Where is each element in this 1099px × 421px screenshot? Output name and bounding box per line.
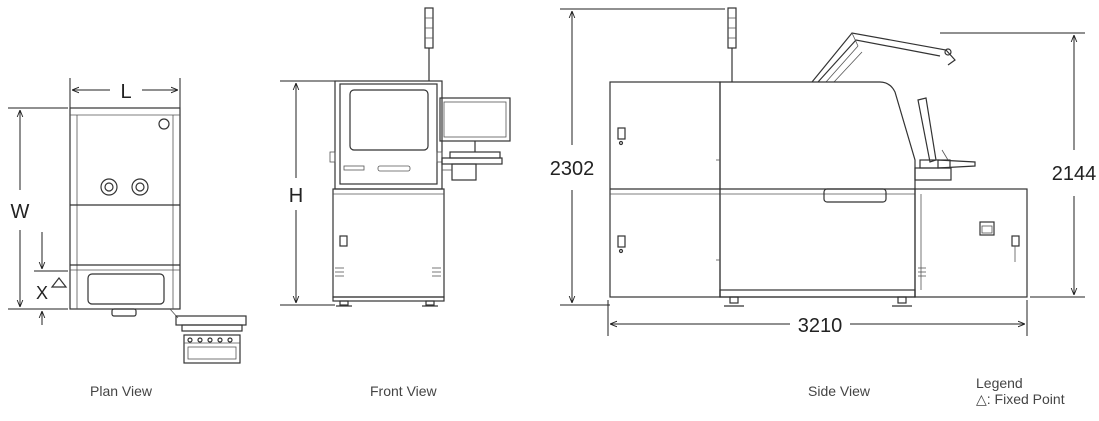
front-lower-cabinet [332,188,445,307]
side-view-caption: Side View [808,383,871,399]
side-left-cabinet [609,81,721,298]
front-monitor [439,97,511,181]
plan-dim-offset-label: X [36,283,48,303]
plan-dim-width-label: W [11,201,30,223]
side-right-cabinet [914,188,1028,298]
plan-dim-length: L [69,78,181,108]
plan-view-caption: Plan View [90,383,153,399]
side-main-body [716,81,916,307]
legend-fixed-point: △: Fixed Point [976,391,1065,407]
plan-dim-offset: X [34,232,68,325]
fixed-point-symbol-icon: △ [976,391,987,407]
front-upper-cabinet [329,80,443,190]
front-view-caption: Front View [370,383,437,399]
side-dim-length-label: 3210 [798,315,843,337]
plan-machine-body [69,107,181,317]
front-dim-height: H [280,80,335,306]
side-dim-total-height: 2302 [550,8,725,306]
side-canopy-frame [811,32,956,83]
plan-operator-console [169,308,247,364]
legend: Legend △: Fixed Point [976,375,1065,407]
side-dim-height-label: 2144 [1052,163,1097,185]
front-view: H [280,7,511,307]
plan-view: L W X [8,78,247,364]
side-dim-total-height-label: 2302 [550,158,595,180]
fixed-point-marker-icon [50,277,68,288]
plan-dim-width: W [8,107,68,310]
side-view: 2302 2144 3210 [550,7,1097,337]
front-signal-tower [424,7,434,81]
side-signal-tower [727,7,737,82]
side-operator-console [914,97,976,181]
side-dim-length: 3210 [607,300,1028,337]
legend-title: Legend [976,375,1023,391]
side-dim-height: 2144 [940,32,1097,298]
fixed-point-label: : Fixed Point [986,391,1065,407]
plan-dim-length-label: L [120,81,131,103]
front-dim-height-label: H [289,185,303,207]
